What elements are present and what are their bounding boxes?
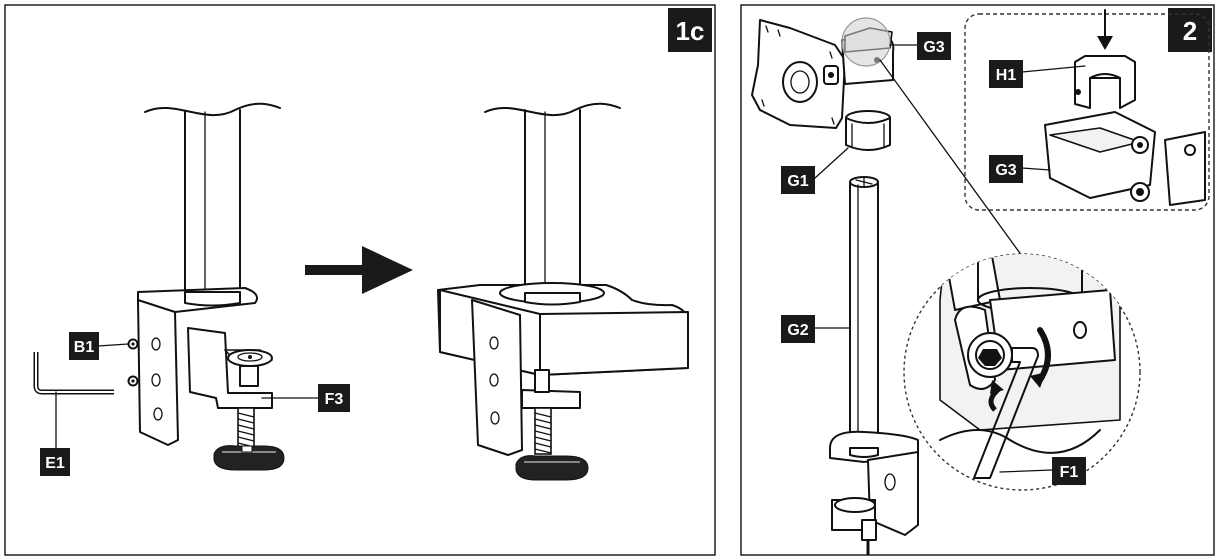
svg-text:B1: B1 bbox=[74, 339, 95, 356]
svg-text:G2: G2 bbox=[787, 322, 808, 339]
clamp-assembly-before bbox=[33, 102, 285, 471]
clamp-screw bbox=[237, 407, 255, 449]
detail-inset-h1-g3 bbox=[964, 9, 1210, 211]
panel-right: 2 bbox=[740, 4, 1215, 556]
base-bracket bbox=[829, 430, 919, 555]
collar-g1 bbox=[845, 110, 891, 151]
step-badge-2 bbox=[1168, 8, 1212, 52]
allen-key-e1 bbox=[33, 352, 114, 395]
label-b1: B1 bbox=[69, 332, 99, 360]
svg-text:H1: H1 bbox=[996, 67, 1017, 84]
svg-text:F1: F1 bbox=[1060, 464, 1079, 481]
label-g2: G2 bbox=[781, 315, 815, 343]
clamp-assembly-after bbox=[437, 102, 689, 481]
panel-left: 1c bbox=[4, 4, 716, 556]
svg-text:G1: G1 bbox=[787, 173, 808, 190]
magnifier-detail bbox=[879, 59, 1141, 491]
svg-text:G3: G3 bbox=[995, 162, 1016, 179]
direction-arrow bbox=[305, 246, 413, 294]
pole-g2 bbox=[849, 176, 879, 453]
label-h1: H1 bbox=[989, 60, 1023, 88]
label-f1: F1 bbox=[1052, 457, 1086, 485]
label-g1: G1 bbox=[781, 166, 815, 194]
zoom-highlight bbox=[841, 17, 891, 67]
step-label-2: 2 bbox=[1183, 16, 1197, 46]
svg-text:F3: F3 bbox=[325, 391, 344, 408]
step-label-1c: 1c bbox=[676, 16, 705, 46]
step-badge-1c bbox=[668, 8, 712, 52]
label-e1: E1 bbox=[40, 448, 70, 476]
label-g3-inset: G3 bbox=[989, 155, 1023, 183]
label-f3: F3 bbox=[318, 384, 350, 412]
svg-text:E1: E1 bbox=[45, 455, 65, 472]
label-g3-top: G3 bbox=[917, 32, 951, 60]
svg-text:G3: G3 bbox=[923, 39, 944, 56]
clamp-screw-after bbox=[534, 407, 552, 455]
